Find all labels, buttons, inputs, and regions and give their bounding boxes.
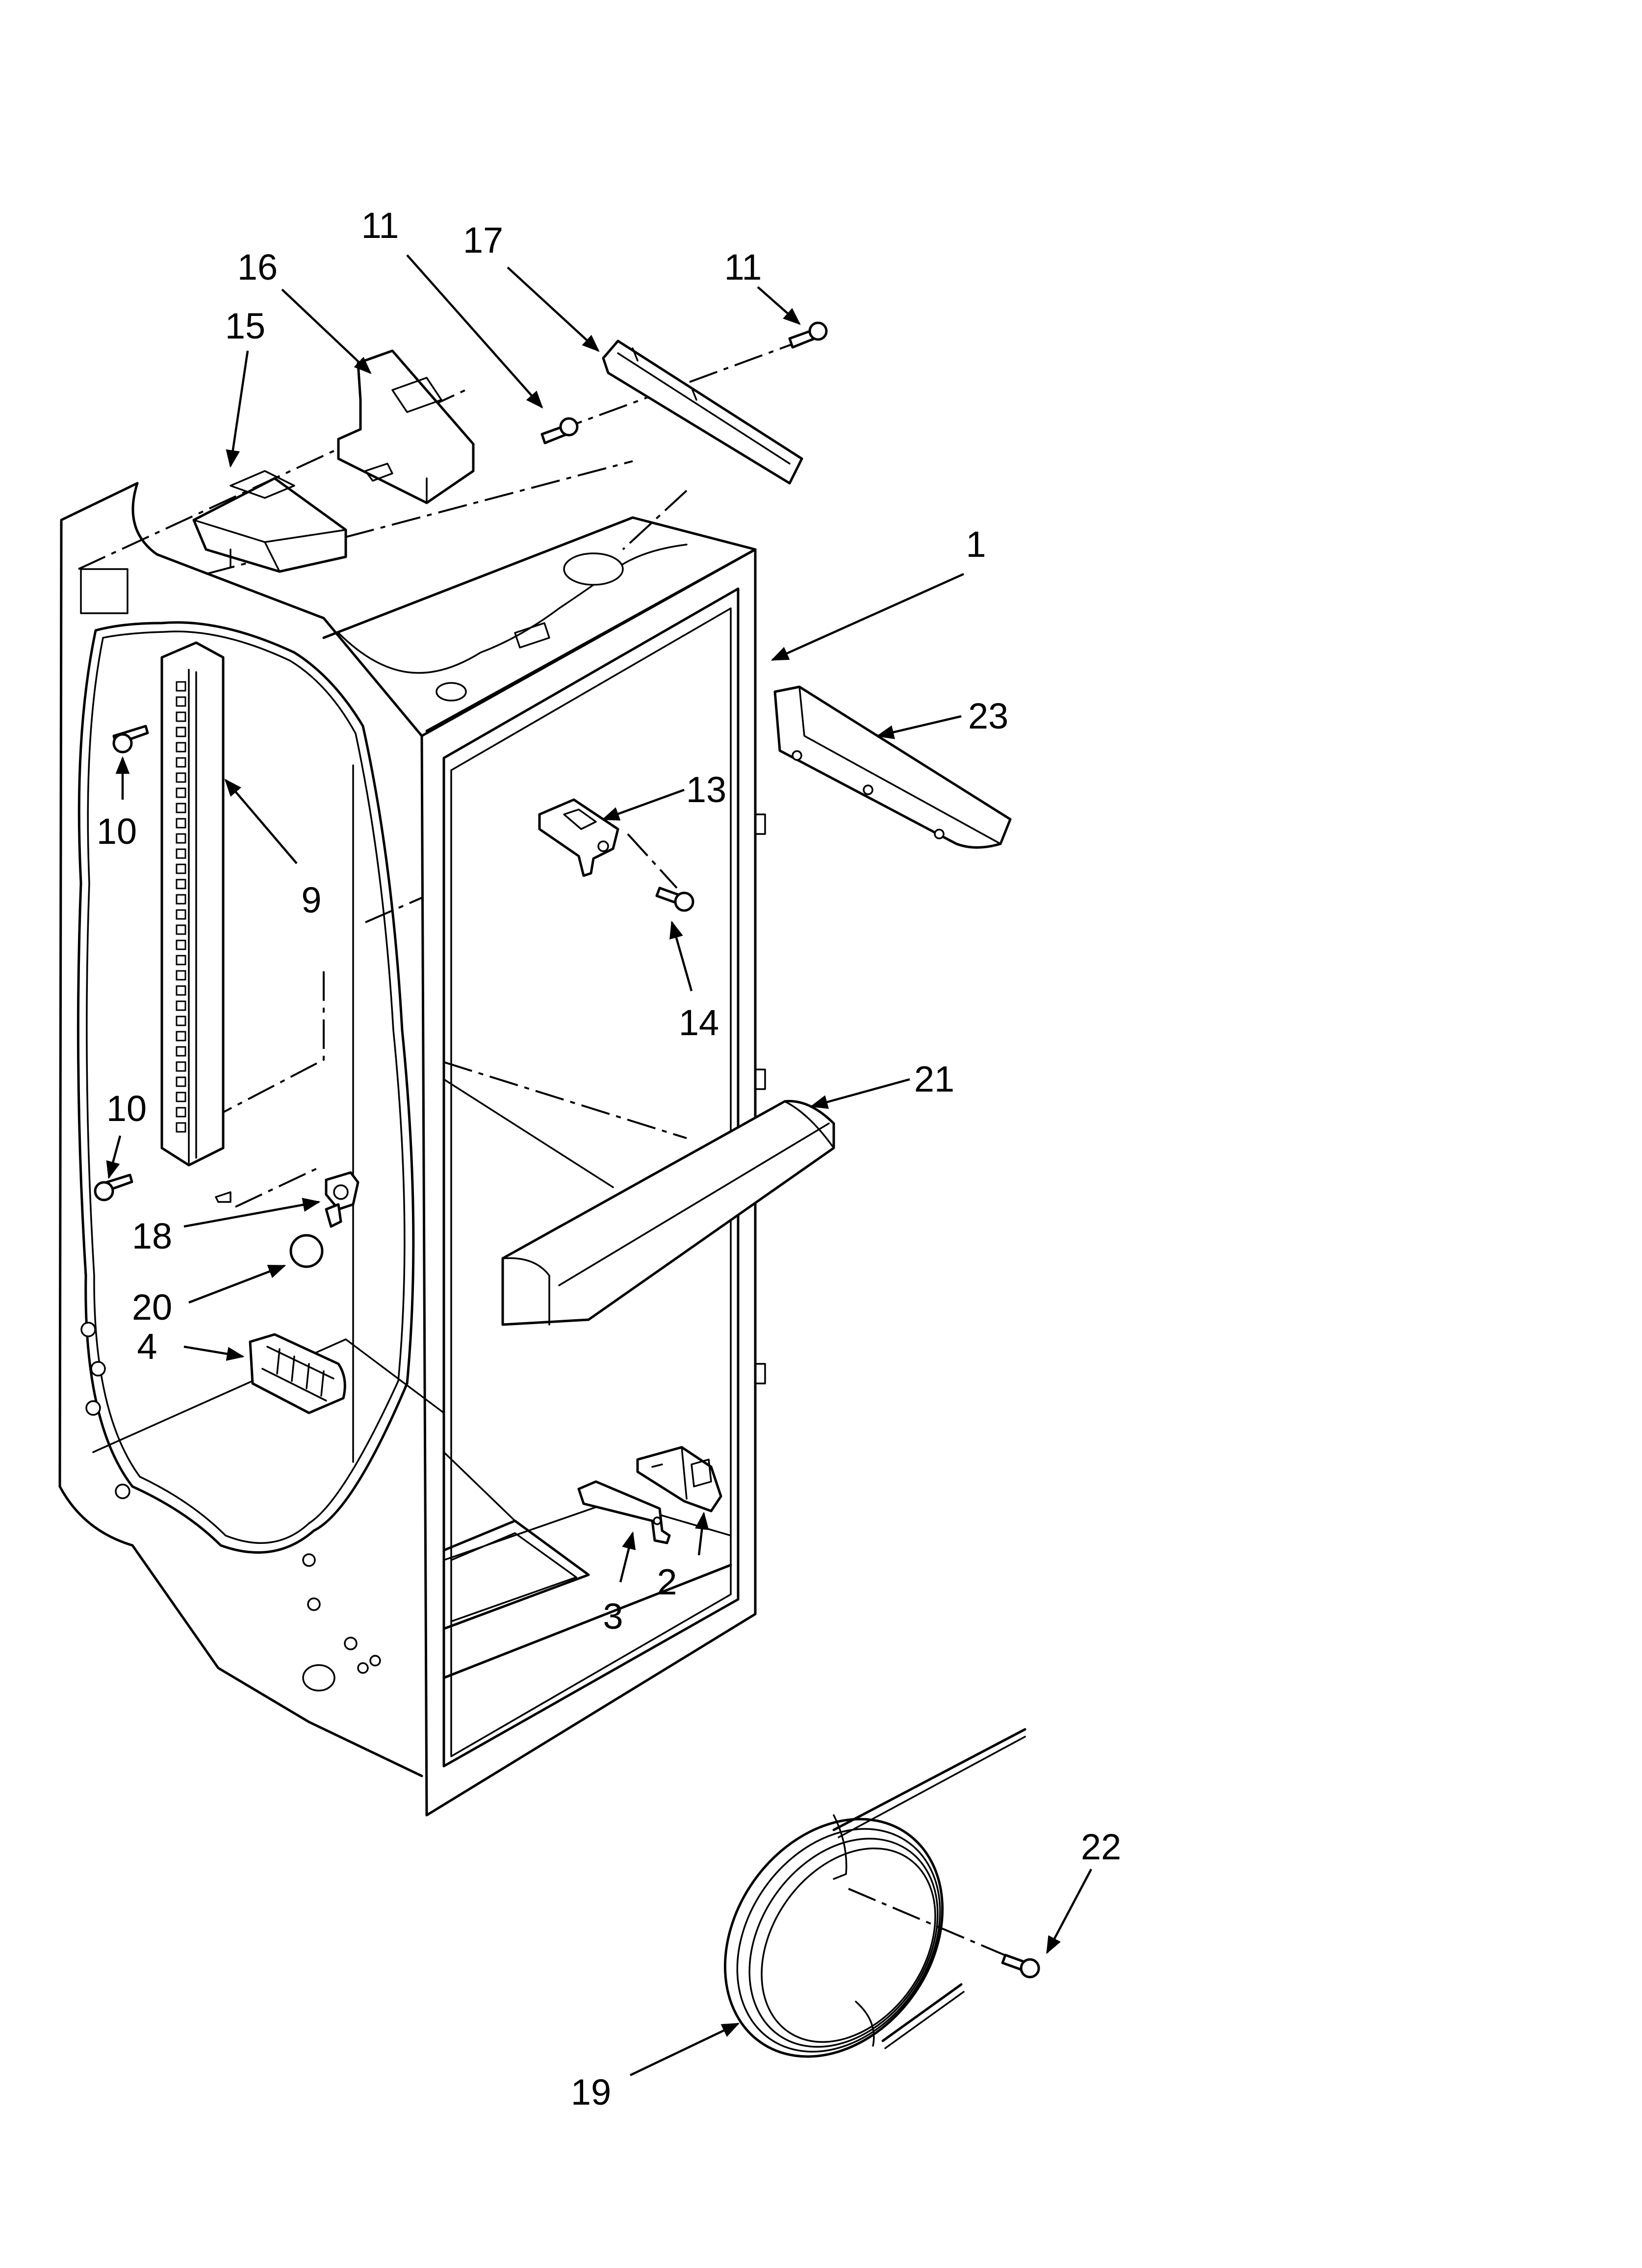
control-housing-part-15: [192, 470, 347, 573]
duct-part-23: [773, 685, 1012, 849]
callout-1: 1: [966, 524, 986, 565]
cabinet-liner: [58, 482, 766, 1817]
callout-16: 16: [237, 247, 278, 287]
callout-15: 15: [225, 306, 265, 346]
screw-part-10-lower: [94, 1173, 133, 1201]
callout-23: 23: [968, 696, 1008, 736]
callout-9: 9: [301, 880, 321, 920]
callout-13: 13: [686, 769, 726, 810]
callout-11a: 11: [361, 205, 399, 246]
cover-part-21: [501, 1100, 835, 1326]
screw-part-22: [1001, 1954, 1040, 1979]
screw-part-11-right: [788, 321, 828, 349]
rail-part-17: [602, 339, 803, 485]
callout-19: 19: [571, 2072, 611, 2112]
grille-part-4: [249, 1333, 346, 1414]
callout-labels: 1 2 3 4 9 10 10 11 11 13 14 15 16 17 18 …: [97, 205, 1121, 2112]
callout-22: 22: [1081, 1826, 1121, 1867]
screw-part-10-upper: [112, 725, 149, 754]
leader-lines: [106, 254, 1092, 2077]
tubing-coil-part-19: [723, 1728, 1026, 2058]
light-socket-part-18: [215, 1171, 359, 1211]
callout-20: 20: [132, 1287, 172, 1328]
screw-part-11-left: [540, 417, 579, 444]
light-bulb-part-20: [289, 1203, 342, 1268]
callout-2: 2: [657, 1562, 677, 1602]
bracket-part-2: [636, 1446, 722, 1512]
callout-10a: 10: [97, 811, 137, 852]
callout-3: 3: [603, 1596, 623, 1637]
callout-14: 14: [679, 1002, 719, 1043]
callout-18: 18: [132, 1216, 172, 1256]
callout-10b: 10: [106, 1088, 147, 1129]
bracket-part-16: [337, 349, 475, 504]
callout-21: 21: [914, 1059, 954, 1099]
callout-4: 4: [137, 1326, 157, 1367]
bracket-part-3: [577, 1480, 671, 1544]
screw-part-14: [655, 886, 694, 912]
bracket-part-13: [538, 798, 619, 877]
callout-17: 17: [463, 220, 503, 261]
callout-11b: 11: [724, 247, 762, 287]
shelf-ladder-part-9: [160, 641, 225, 1167]
